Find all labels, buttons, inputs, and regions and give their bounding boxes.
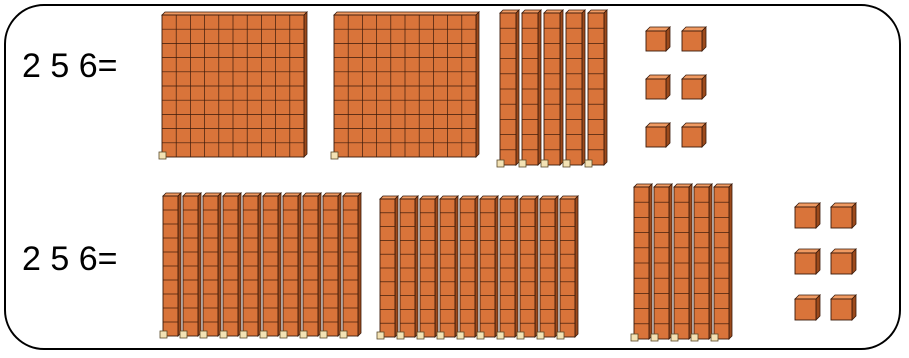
ten-rod [519,10,541,167]
ten-rod [417,196,438,339]
unit-cube [831,295,856,320]
ten-rod [651,184,672,341]
unit-cube [795,295,820,320]
unit-cube [646,27,670,51]
unit-cube [795,203,820,228]
ten-rod [497,10,519,167]
unit-cube [831,249,856,274]
ten-rod [457,196,478,339]
ten-rod [300,193,321,338]
ten-rod [585,10,607,167]
unit-cube [831,203,856,228]
ten-rod [711,184,732,341]
unit-cube [646,75,670,99]
ten-rod [320,193,341,338]
ten-rod [240,193,261,338]
ten-rod [691,184,712,341]
ten-rod [200,193,221,338]
ten-rod [563,10,585,167]
hundreds-flat [159,12,307,159]
ten-rod [631,184,652,341]
ten-rod [220,193,241,338]
ten-rod [477,196,498,339]
unit-cube [682,75,706,99]
ten-rod [260,193,281,338]
unit-cube [795,249,820,274]
ten-rod [671,184,692,341]
ten-rod [340,193,361,338]
unit-cube [682,27,706,51]
ten-rod [180,193,201,338]
hundreds-flat [331,12,479,159]
ten-rod [537,196,558,339]
unit-cube [682,123,706,147]
ten-rod [397,196,418,339]
ten-rod [160,193,181,338]
ten-rod [437,196,458,339]
ten-rod [280,193,301,338]
unit-cube [646,123,670,147]
ten-rod [497,196,518,339]
ten-rod [517,196,538,339]
ten-rod [541,10,563,167]
ten-rod [557,196,578,339]
ten-rod [377,196,398,339]
